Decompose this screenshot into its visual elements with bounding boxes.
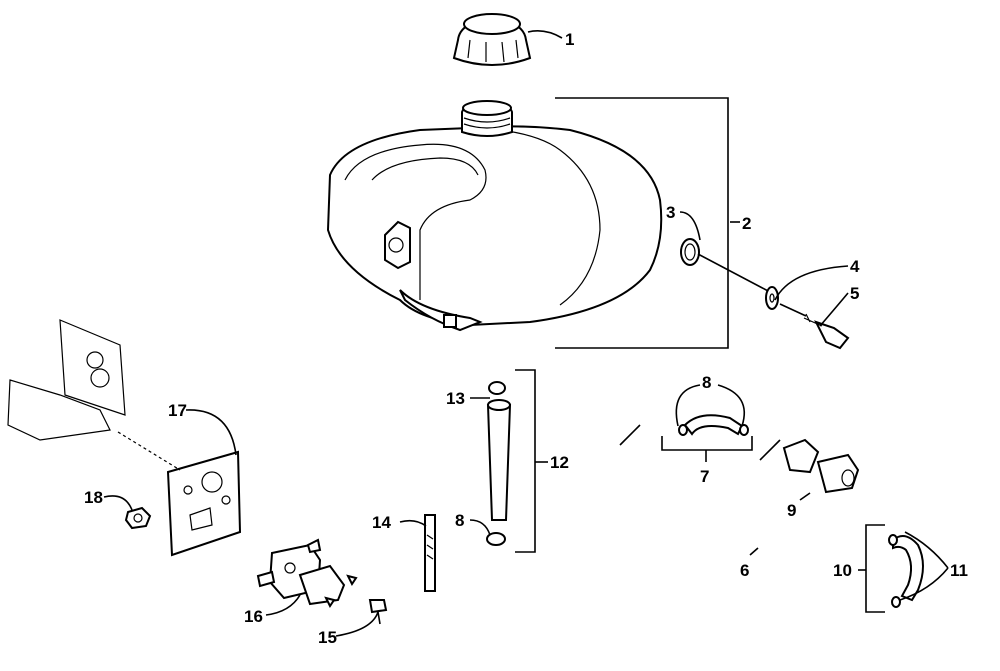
fuel-valve (256, 538, 346, 606)
nut (124, 506, 152, 530)
leader-lines (103, 30, 949, 637)
callout-8-hose: 8 (702, 373, 711, 392)
callout-1: 1 (565, 30, 574, 49)
inline-filter (782, 438, 860, 494)
callout-10: 10 (833, 561, 852, 580)
callout-3: 3 (666, 203, 675, 222)
callout-14: 14 (372, 513, 391, 532)
long-hose (888, 534, 924, 608)
bracket-10 (865, 524, 885, 613)
callout-11: 11 (950, 561, 968, 580)
grommet (680, 238, 771, 293)
screw (368, 599, 388, 625)
callout-8-tube: 8 (455, 511, 464, 530)
callout-2: 2 (742, 214, 751, 233)
callout-7: 7 (700, 467, 709, 486)
callout-9: 9 (787, 501, 796, 520)
callout-17: 17 (168, 401, 187, 420)
mounting-bracket (166, 450, 242, 557)
screws (324, 574, 358, 608)
bracket-7 (661, 436, 753, 451)
bracket-6 (619, 424, 641, 446)
bracket-9 (759, 439, 781, 461)
fuel-cap (452, 13, 532, 66)
callout-12: 12 (550, 453, 569, 472)
washer (765, 286, 779, 310)
frame-bracket (7, 319, 181, 471)
callout-6: 6 (740, 561, 749, 580)
pickup-tube (486, 381, 512, 546)
callout-13: 13 (446, 389, 465, 408)
callout-4: 4 (850, 257, 860, 276)
bracket-12 (515, 369, 536, 553)
callout-5: 5 (850, 284, 859, 303)
callout-15: 15 (318, 628, 337, 647)
callouts: 1 2 3 4 5 6 7 8 8 9 10 11 12 13 14 15 16… (84, 30, 968, 647)
bolt (779, 303, 850, 350)
callout-16: 16 (244, 607, 263, 626)
screen-filter (424, 514, 436, 592)
fuel-tank (326, 100, 663, 332)
bracket-2 (555, 97, 729, 349)
callout-18: 18 (84, 488, 103, 507)
short-hose (678, 414, 749, 436)
